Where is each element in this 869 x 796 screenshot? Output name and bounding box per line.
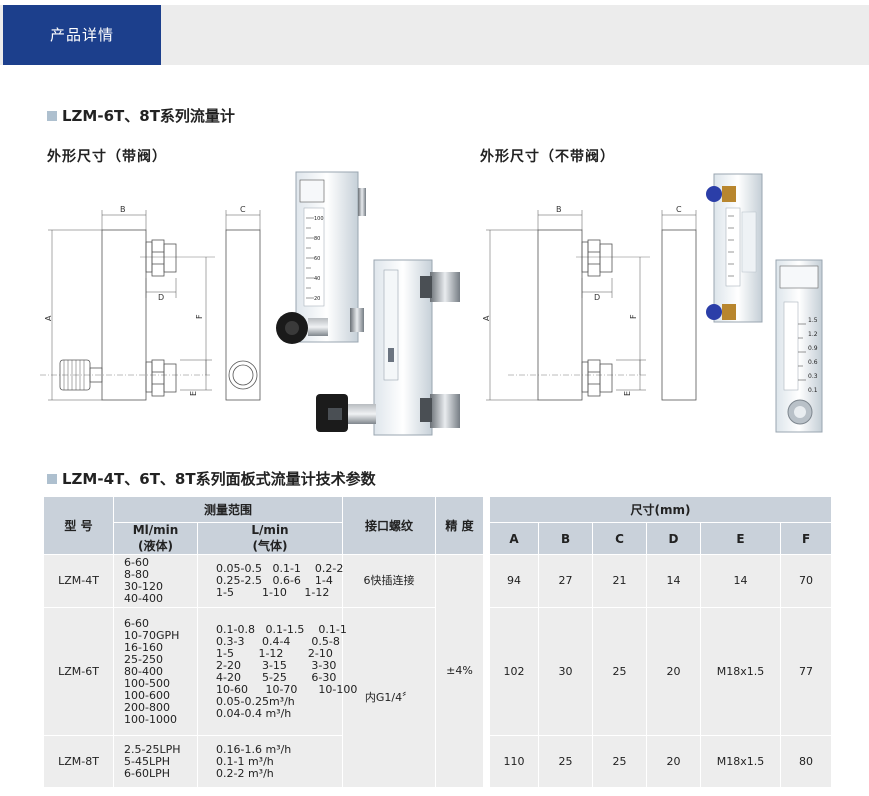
dim-d-label: D xyxy=(158,293,164,302)
header-b: B xyxy=(538,522,594,555)
flowmeter-photo-without-valve: 1.5 1.2 0.9 0.6 0.3 0.1 xyxy=(706,173,823,433)
header-model: 型 号 xyxy=(43,496,114,555)
dim-e-label: E xyxy=(189,391,198,396)
header-d: D xyxy=(646,522,702,555)
dim-f-label: F xyxy=(195,314,204,319)
dim-a-label-2: A xyxy=(482,315,491,321)
spacer-column xyxy=(483,496,490,788)
scale-mark-right: 1.2 xyxy=(808,331,818,338)
section-title-2: LZM-4T、6T、8T系列面板式流量计技术参数 xyxy=(47,468,376,489)
drawing-left-caption: 外形尺寸（带阀） xyxy=(47,149,167,165)
thread-shared-cell: 内G1/4〞 xyxy=(342,607,437,788)
table-row: LZM-6T 6-60 10-70GPH 16-160 25-250 80-40… xyxy=(43,607,833,788)
header-size: 尺寸(mm) xyxy=(489,496,833,523)
header-l: L/min(气体) xyxy=(196,522,344,555)
header-thread: 接口螺纹 xyxy=(342,496,437,555)
section-title-1: LZM-6T、8T系列流量计 xyxy=(47,105,235,126)
scale-mark-left: 20 xyxy=(314,296,320,302)
spec-table: 型 号 测量范围 接口螺纹 精 度 尺寸(mm) Ml/min(液体) L/mi… xyxy=(43,496,833,788)
dim-c-label-2: C xyxy=(676,205,682,214)
dim-e-label-2: E xyxy=(623,391,632,396)
scale-mark-left: 60 xyxy=(314,256,320,262)
tab-product-details[interactable]: 产品详情 xyxy=(3,5,161,65)
table-row: LZM-4T 6-60 8-80 30-120 40-400 0.05-0.5 … xyxy=(43,554,833,788)
scale-mark-right: 1.5 xyxy=(808,317,818,324)
dim-a-label: A xyxy=(44,315,53,321)
accuracy-cell: ±4% xyxy=(435,554,485,788)
scale-mark-right: 0.6 xyxy=(808,359,818,366)
header-f: F xyxy=(780,522,833,555)
header-c: C xyxy=(592,522,648,555)
scale-mark-right: 0.9 xyxy=(808,345,818,352)
scale-mark-left: 80 xyxy=(314,236,320,242)
header-ml: Ml/min(液体) xyxy=(113,522,198,555)
bullet-square-icon-2 xyxy=(47,474,57,484)
bullet-square-icon xyxy=(47,111,57,121)
header-e: E xyxy=(700,522,782,555)
flowmeter-photo-with-valve: 100 80 60 40 20 xyxy=(276,171,460,436)
table-row: LZM-8T 2.5-25LPH 5-45LPH 6-60LPH 0.16-1.… xyxy=(43,735,833,788)
scale-mark-left: 100 xyxy=(314,216,324,222)
scale-mark-right: 0.1 xyxy=(808,387,818,394)
dim-d-label-2: D xyxy=(594,293,600,302)
header-accuracy: 精 度 xyxy=(435,496,485,555)
scale-mark-left: 40 xyxy=(314,276,320,282)
dim-b-label-2: B xyxy=(556,205,562,214)
drawing-without-valve: A B D F E C xyxy=(482,205,697,401)
dim-f-label-2: F xyxy=(629,314,638,319)
header-a: A xyxy=(489,522,540,555)
drawing-with-valve: A B D F E C xyxy=(40,205,261,401)
scale-mark-right: 0.3 xyxy=(808,373,818,380)
dim-b-label: B xyxy=(120,205,126,214)
drawing-right-caption: 外形尺寸（不带阀） xyxy=(480,149,615,165)
header-range: 测量范围 xyxy=(112,496,344,523)
dim-c-label: C xyxy=(240,205,246,214)
